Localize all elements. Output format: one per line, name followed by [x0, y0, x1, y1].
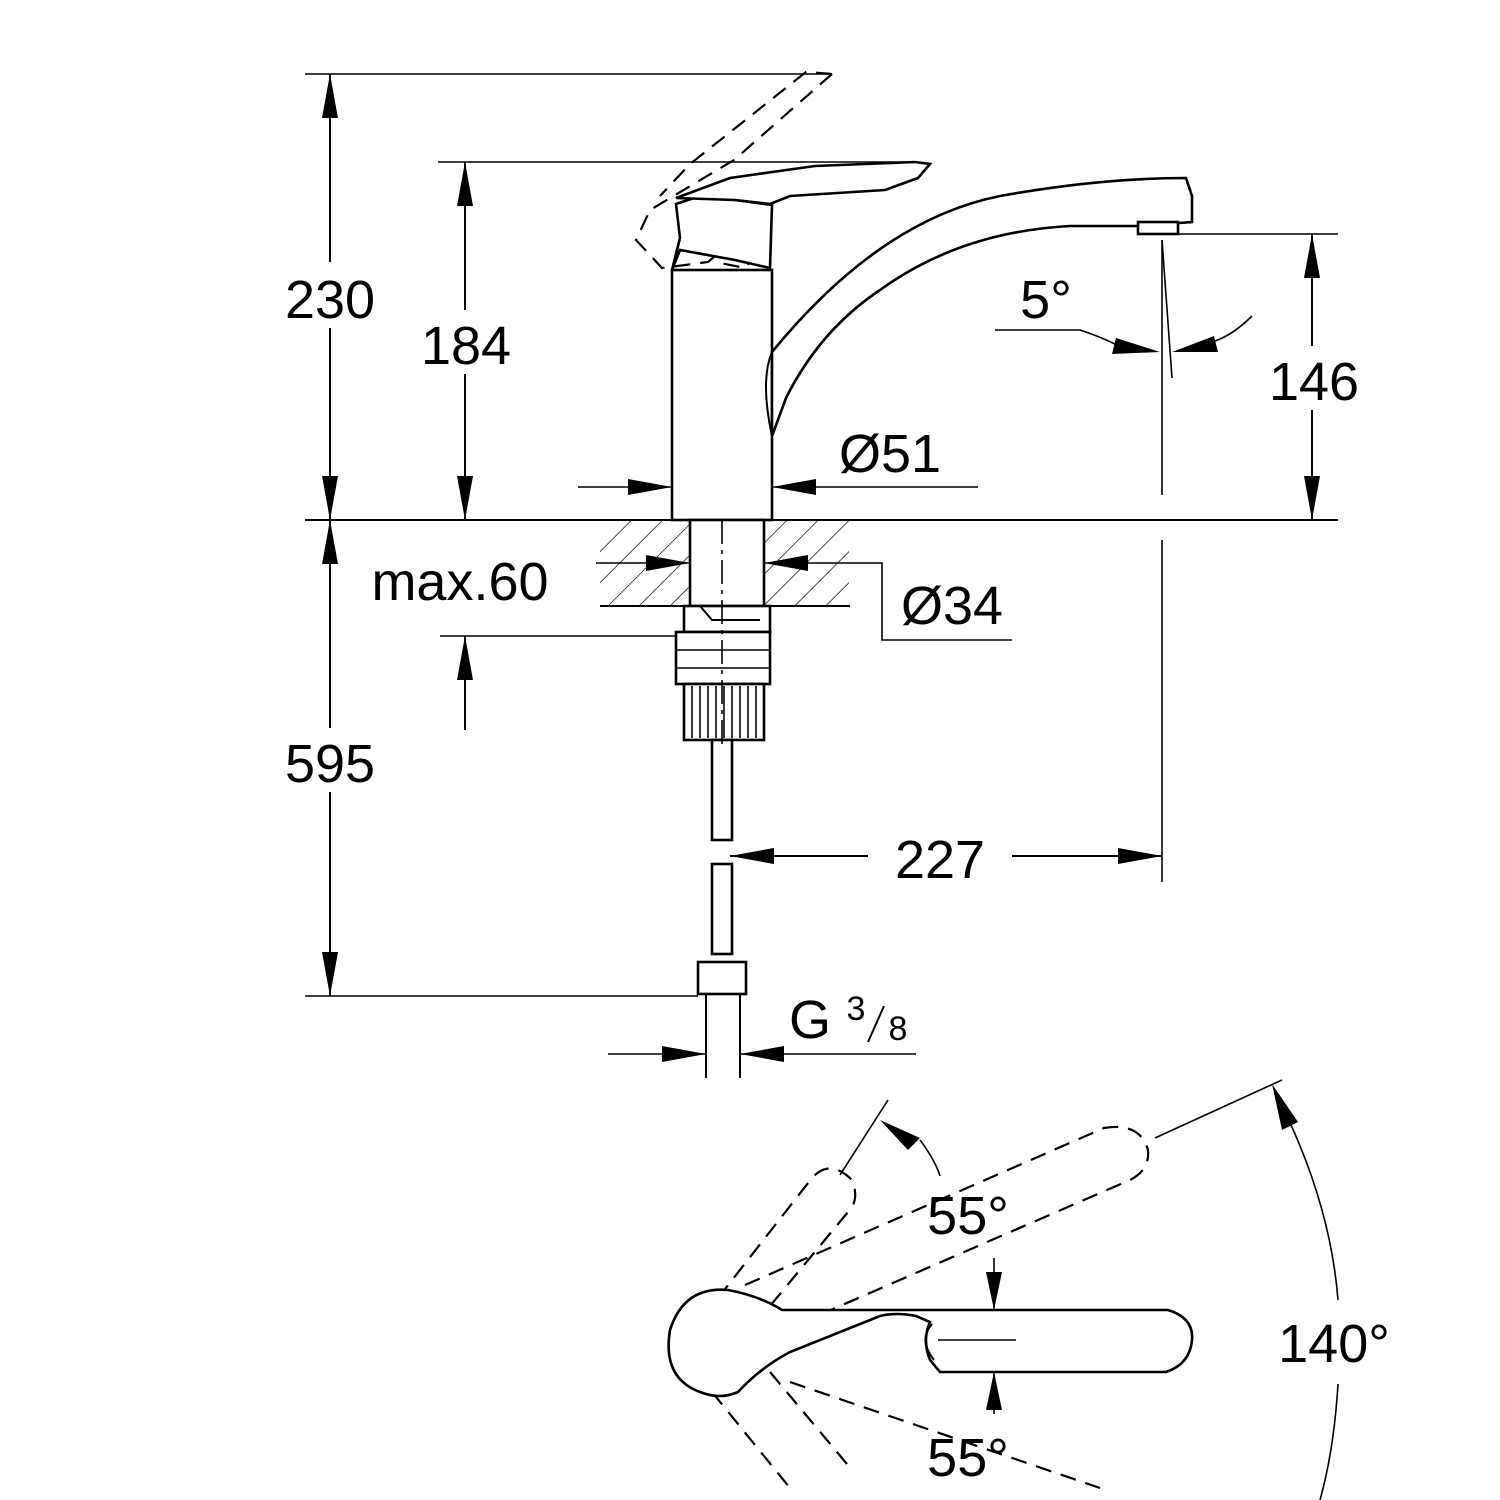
spout-angle-label: 5° [1020, 270, 1072, 330]
dim-total-height: 230 [272, 73, 832, 520]
dim-thread: G 3 8 [608, 990, 916, 1062]
top-view: 55° 55° 140° [667, 1079, 1390, 1500]
swivel-right-label: 55° [927, 1428, 1009, 1488]
swivel-left-label: 55° [927, 1186, 1009, 1246]
dim-deck-thickness: 595 max.60 [270, 520, 570, 996]
thread-fraction-denominator: 8 [889, 1010, 908, 1048]
hole-diameter-label: Ø34 [901, 576, 1003, 636]
thread-fraction-numerator: 3 [847, 990, 866, 1028]
dim-spout-reach: 227 [730, 540, 1163, 890]
dim-spout-height: 146 [1175, 233, 1370, 520]
dim-lever-height: 184 [410, 161, 915, 520]
handle-top [667, 1288, 1194, 1398]
deck-thickness-label: max.60 [371, 552, 548, 612]
dim-swivel-total: 140° [1154, 1079, 1390, 1500]
shank-assembly [674, 518, 772, 1078]
dim-shank-start [305, 635, 698, 997]
thread-label: G [789, 990, 831, 1050]
dim-hole-diameter: Ø34 [596, 555, 1012, 641]
dim-center-gap [938, 1258, 1016, 1414]
dim-body-diameter: Ø51 [578, 424, 978, 495]
body-diameter-label: Ø51 [839, 424, 941, 484]
dim-spout-angle: 5° [995, 239, 1253, 495]
below-deck-length-label: 595 [285, 734, 375, 794]
spout-height-label: 146 [1269, 352, 1359, 412]
dim-swivel-left: 55° [839, 1099, 1009, 1246]
swivel-positions [711, 1125, 1150, 1490]
side-view: 230 184 146 5° [270, 70, 1370, 1078]
swivel-total-label: 140° [1278, 1314, 1390, 1374]
total-height-label: 230 [285, 270, 375, 330]
lever-height-label: 184 [421, 316, 511, 376]
spout-reach-label: 227 [895, 830, 985, 890]
